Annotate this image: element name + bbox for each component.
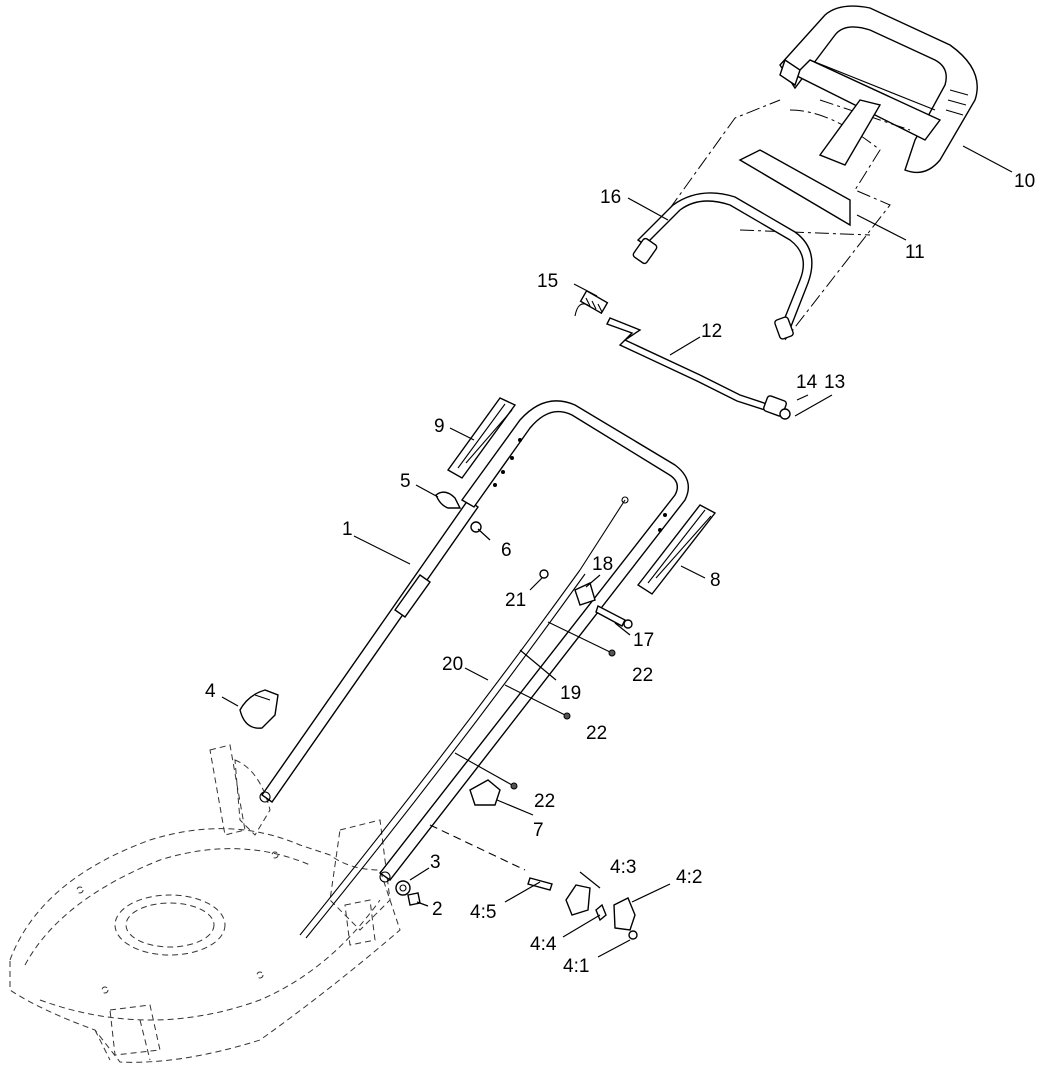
control-bail-part-11: [632, 99, 911, 341]
callout-12: 12: [701, 321, 722, 342]
hardware: [239, 491, 638, 940]
mower-deck: [9, 744, 401, 1063]
callout-21: 21: [505, 590, 526, 611]
control-rod-part-12: [574, 289, 791, 420]
callout-19: 19: [560, 683, 581, 704]
callout-11: 11: [905, 242, 925, 263]
callout-13: 13: [824, 372, 845, 393]
callout-17: 17: [633, 630, 654, 651]
callout-22-middle: 22: [586, 723, 607, 744]
callout-22-bottom: 22: [534, 791, 555, 812]
callout-4: 4: [205, 681, 216, 702]
callout-7: 7: [533, 820, 544, 841]
leader-lines: [221, 145, 1013, 958]
callout-8: 8: [710, 570, 721, 591]
grip-part-9: [446, 397, 517, 479]
callout-4-4: 4:4: [530, 934, 557, 955]
callout-15: 15: [537, 271, 558, 292]
callout-20: 20: [442, 654, 463, 675]
callout-16: 16: [600, 187, 621, 208]
grip-part-8: [636, 504, 717, 595]
callout-6: 6: [501, 540, 512, 561]
callout-14: 14: [796, 372, 818, 393]
callout-3: 3: [430, 852, 441, 873]
callout-18: 18: [592, 554, 613, 575]
callout-4-2: 4:2: [676, 867, 702, 888]
callout-4-5: 4:5: [470, 902, 496, 923]
upper-handle-part-10: [779, 5, 978, 174]
callout-labels: 1 2 3 4 4:1 4:2 4:3 4:4 4:5 5 6 7 8 9 10…: [205, 171, 1035, 977]
callout-1: 1: [342, 519, 353, 540]
callout-10: 10: [1014, 171, 1035, 192]
callout-4-3: 4:3: [610, 857, 636, 878]
callout-5: 5: [400, 471, 411, 492]
callout-9: 9: [434, 416, 445, 437]
callout-22-top: 22: [632, 665, 653, 686]
callout-2: 2: [432, 899, 443, 920]
handle-frame: [259, 400, 689, 939]
callout-4-1: 4:1: [563, 956, 589, 977]
